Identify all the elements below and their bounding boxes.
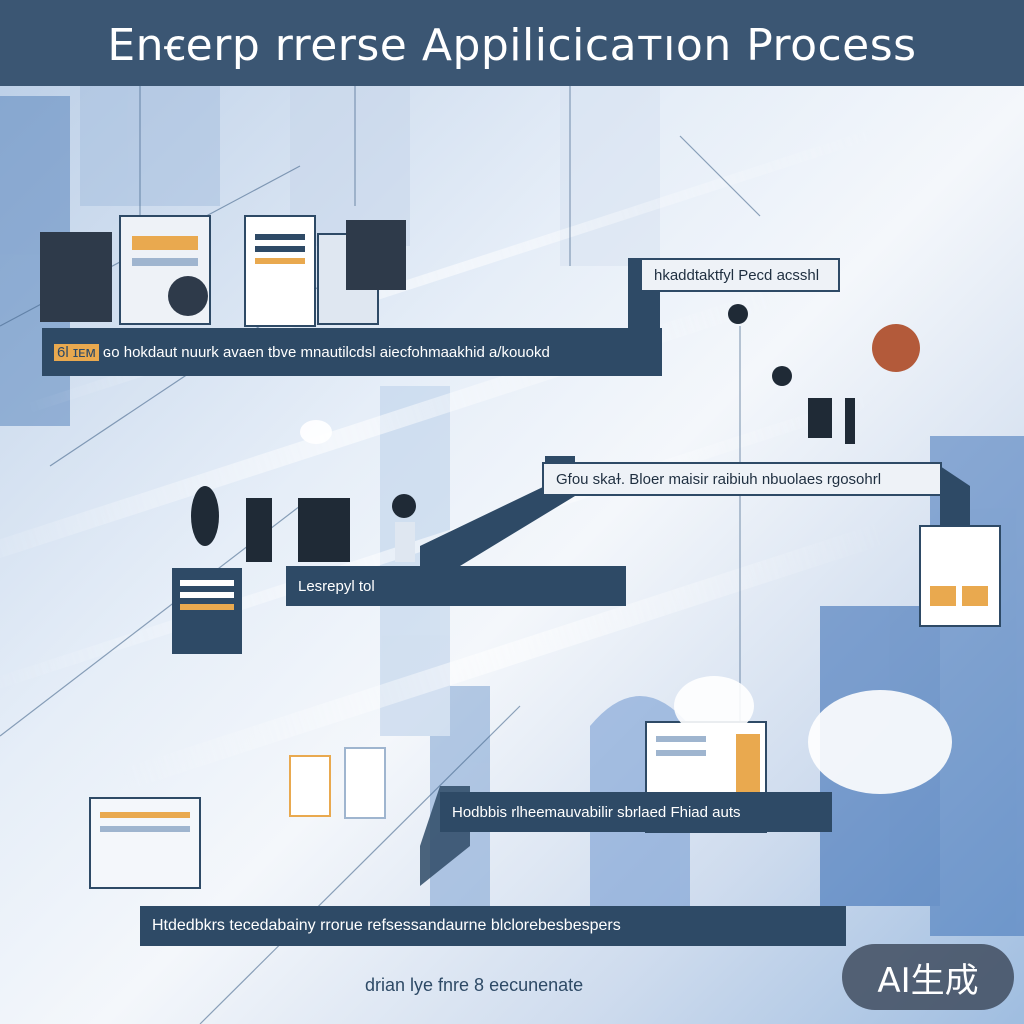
people-group-middle [191, 486, 416, 562]
cloud-shapes [300, 420, 952, 794]
step-1-highlight: 6l ɪᴇᴍ [54, 343, 99, 361]
document-panels [89, 525, 1001, 889]
ai-generated-badge: AI生成 [842, 944, 1014, 1010]
step-2-text: hkaddtaktfyl Pecd acsshl [654, 266, 820, 284]
step-4-banner: Lesrepyl tol [286, 566, 626, 606]
step-6-banner: Htdedbkrs tecedabainy rrorue refsessanda… [140, 906, 846, 946]
step-3-banner: Gfou skaɫ. Bloer maisir raibiuh nbuolaes… [542, 462, 942, 496]
footer-caption: drian lye fnre 8 eecunenate [365, 975, 584, 995]
right-figures [728, 304, 920, 444]
equipment-left-top [40, 215, 406, 327]
step-1-text: ɢo hokdaut nuurk avaen tbve mnautilcdsl … [102, 343, 550, 361]
step-3-text: Gfou skaɫ. Bloer maisir raibiuh nbuolaes… [556, 470, 882, 488]
step-4-text: Lesrepyl tol [298, 577, 375, 595]
step-2-banner: hkaddtaktfyl Pecd acsshl [640, 258, 840, 292]
page-title: Enꞓerp rrerse Appilicicaᴛıon Process [107, 20, 917, 71]
step-5-banner: Hodbbis rlheemauvabilir sbrlaed Fhiad au… [440, 792, 832, 832]
step-1-banner: 6l ɪᴇᴍ ɢo hokdaut nuurk avaen tbve mnaut… [42, 328, 662, 376]
illustration-scene [0, 86, 1024, 1024]
step-5-text: Hodbbis rlheemauvabilir sbrlaed Fhiad au… [452, 803, 741, 821]
step-6-text: Htdedbkrs tecedabainy rrorue refsessanda… [152, 917, 621, 934]
title-bar: Enꞓerp rrerse Appilicicaᴛıon Process [0, 0, 1024, 86]
